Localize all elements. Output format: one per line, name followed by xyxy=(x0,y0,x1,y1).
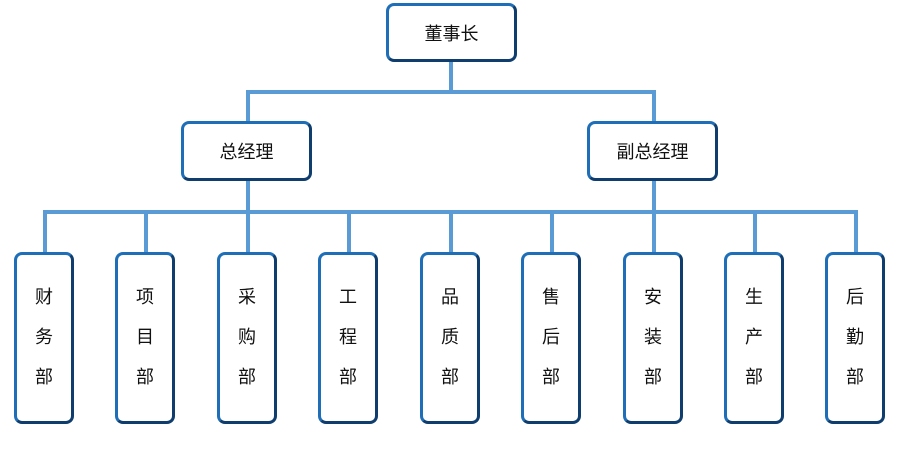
chairman-label: 董事长 xyxy=(424,23,479,45)
department-engineering: 工 程 部 xyxy=(318,252,378,424)
department-after-sales: 售 后 部 xyxy=(521,252,581,424)
vice-general-manager-label: 副总经理 xyxy=(616,142,689,163)
general-manager-label: 总经理 xyxy=(219,142,274,163)
department-char: 部 xyxy=(745,367,763,388)
department-char: 财 xyxy=(35,287,53,308)
department-char: 后 xyxy=(542,327,560,348)
department-char: 部 xyxy=(35,367,53,388)
department-char: 部 xyxy=(136,367,154,388)
department-char: 品 xyxy=(441,287,459,308)
department-finance: 财 务 部 xyxy=(14,252,74,424)
department-char: 后 xyxy=(846,287,864,308)
department-char: 部 xyxy=(846,367,864,388)
department-char: 部 xyxy=(238,367,256,388)
department-char: 部 xyxy=(644,367,662,388)
department-char: 装 xyxy=(644,327,662,348)
department-char: 采 xyxy=(238,287,256,308)
department-char: 目 xyxy=(136,327,154,348)
general-manager-box: 总经理 xyxy=(181,121,312,181)
department-char: 部 xyxy=(542,367,560,388)
department-char: 部 xyxy=(441,367,459,388)
vice-general-manager-box: 副总经理 xyxy=(587,121,718,181)
chairman-box: 董事长 xyxy=(386,3,517,62)
department-char: 勤 xyxy=(846,327,864,348)
department-project: 项 目 部 xyxy=(115,252,175,424)
department-char: 售 xyxy=(542,287,560,308)
department-char: 生 xyxy=(745,287,763,308)
department-installation: 安 装 部 xyxy=(623,252,683,424)
department-purchasing: 采 购 部 xyxy=(217,252,277,424)
department-char: 质 xyxy=(441,327,459,348)
department-char: 程 xyxy=(339,327,357,348)
department-char: 安 xyxy=(644,287,662,308)
department-char: 务 xyxy=(35,327,53,348)
department-char: 项 xyxy=(136,287,154,308)
department-production: 生 产 部 xyxy=(724,252,784,424)
department-char: 购 xyxy=(238,327,256,348)
department-char: 部 xyxy=(339,367,357,388)
department-char: 产 xyxy=(745,327,763,348)
department-quality: 品 质 部 xyxy=(420,252,480,424)
department-logistics: 后 勤 部 xyxy=(825,252,885,424)
department-char: 工 xyxy=(339,287,357,308)
